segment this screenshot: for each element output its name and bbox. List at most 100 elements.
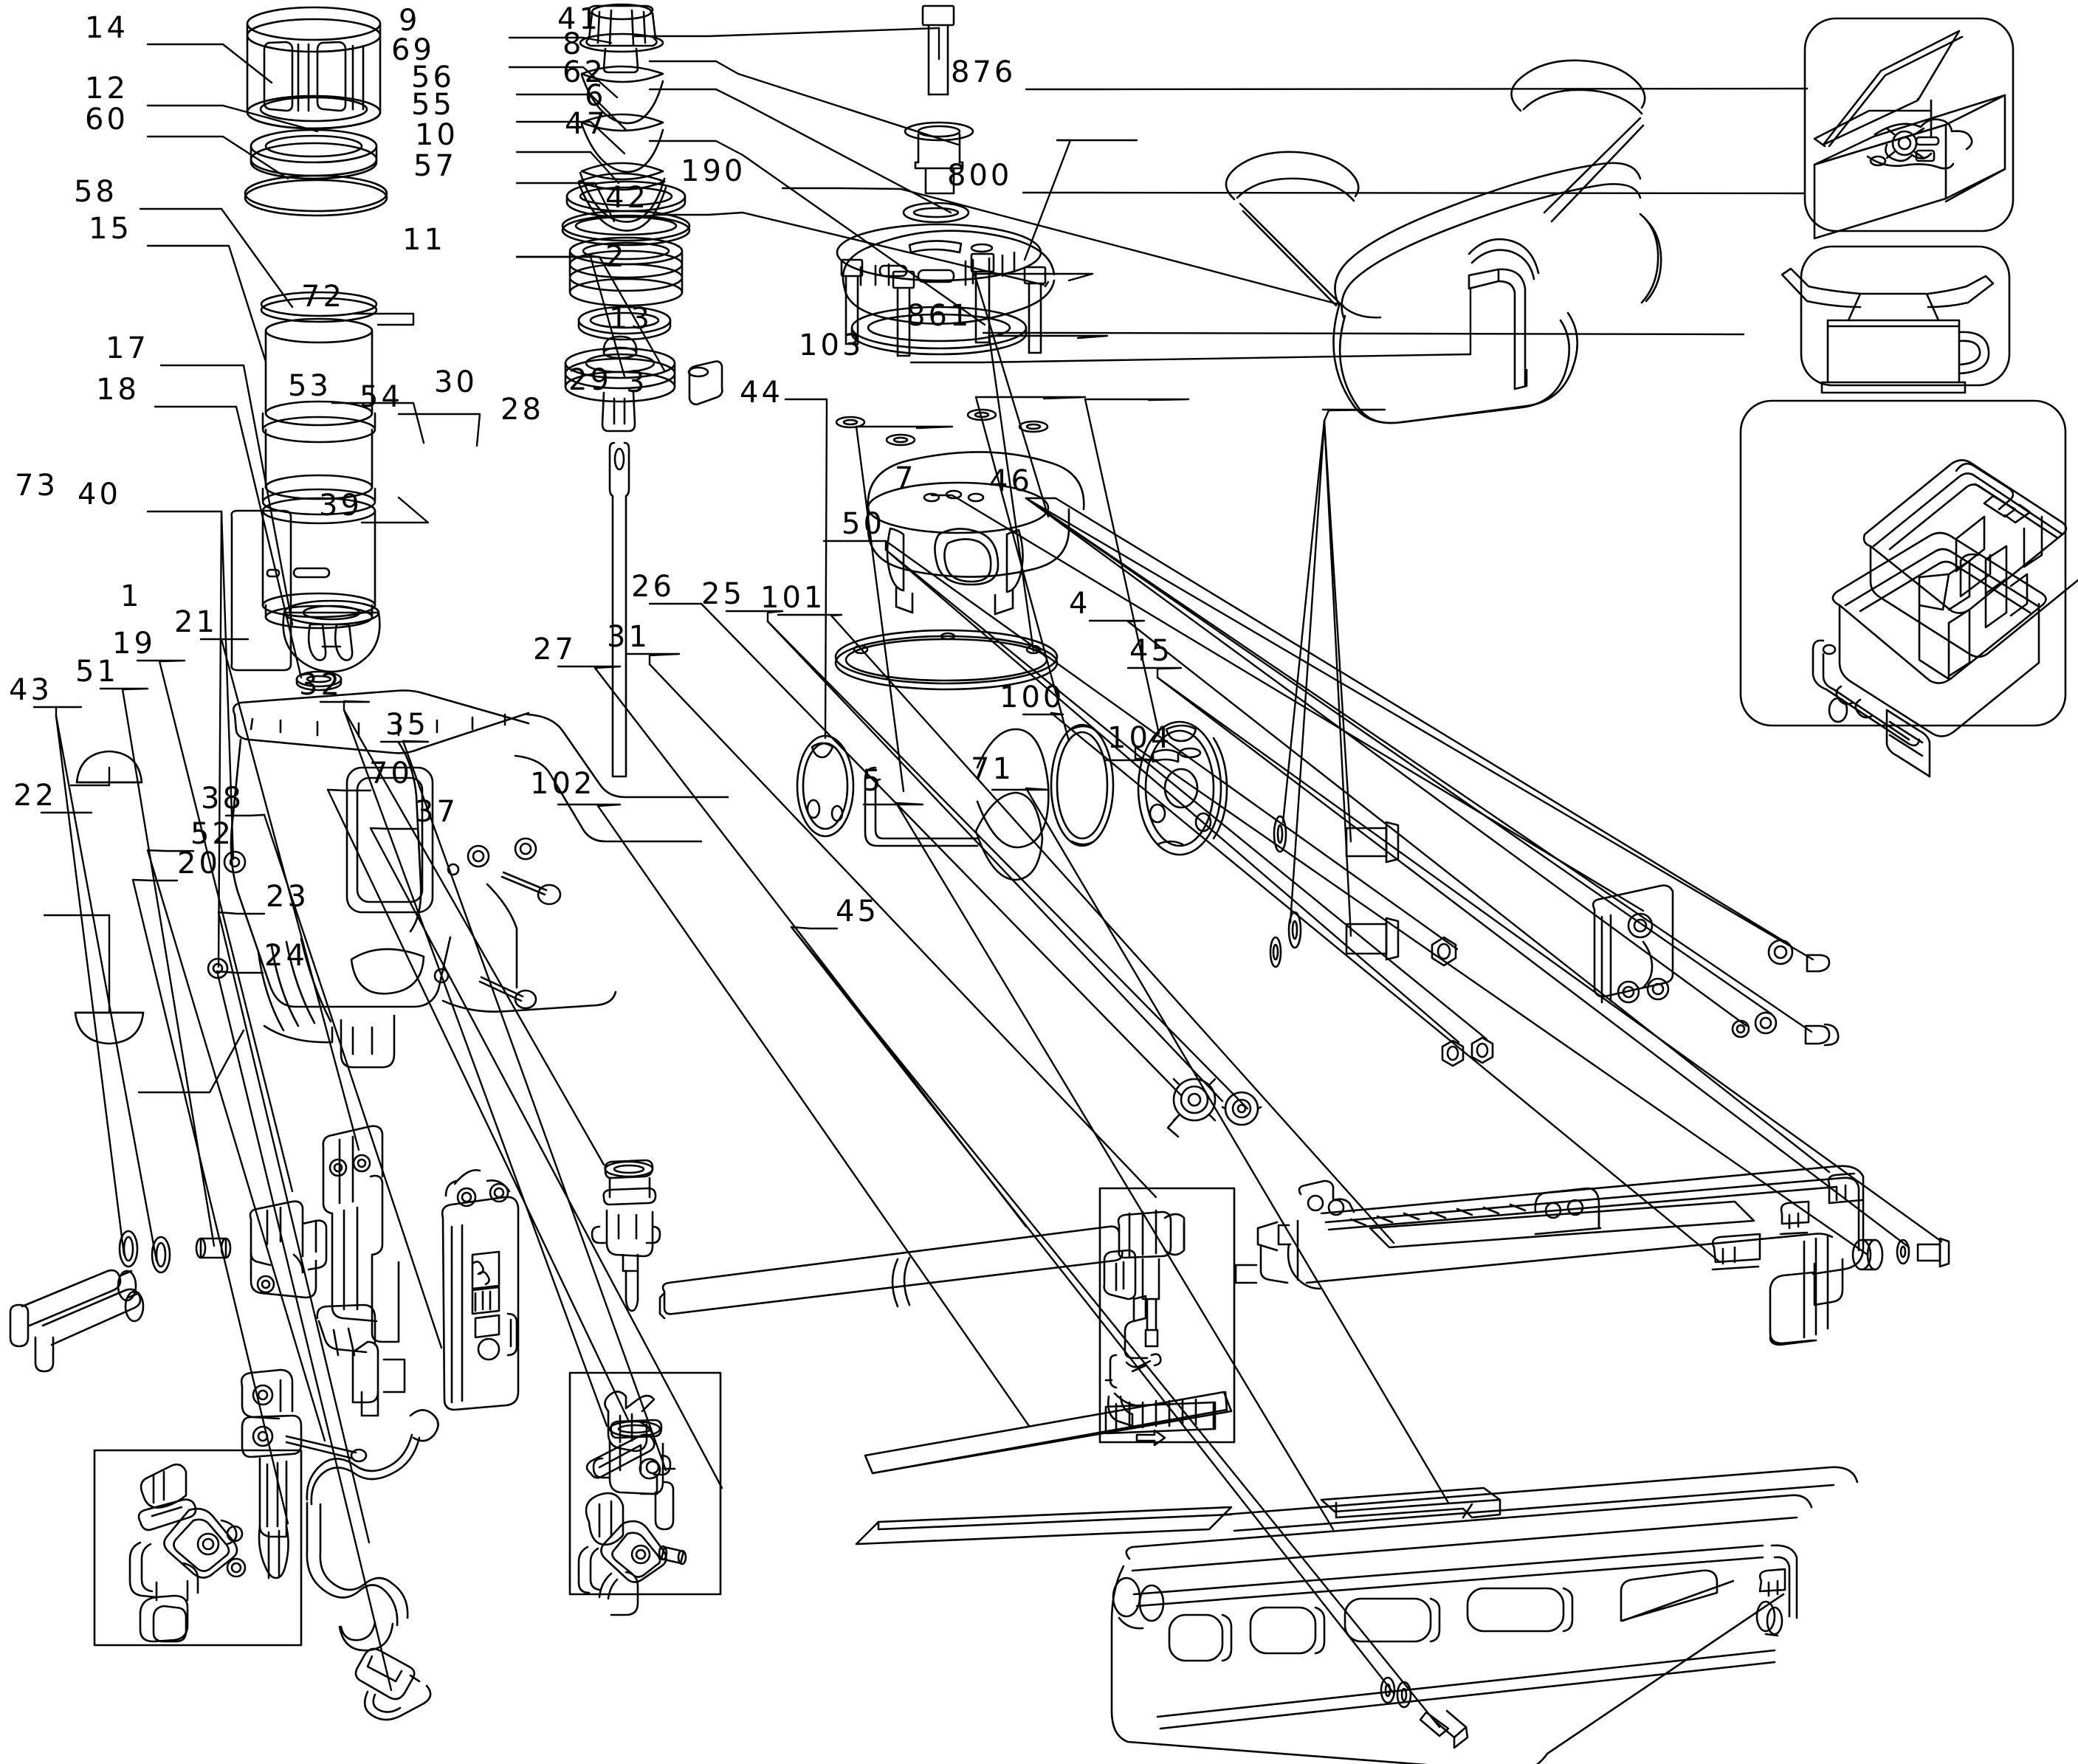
callout-12: 12 <box>85 72 128 106</box>
part-55-piston-o-ring <box>561 210 691 247</box>
callout-6: 6 <box>585 79 607 113</box>
callout-5: 5 <box>862 764 884 798</box>
callout-23: 23 <box>266 880 309 914</box>
callout-19: 19 <box>112 627 156 661</box>
callout-11: 11 <box>402 223 446 257</box>
part-102-magazine-cover-strip <box>864 1391 1233 1475</box>
part-24-hook-clamp <box>354 1647 432 1721</box>
callout-4: 4 <box>1069 587 1091 621</box>
part-861-carrying-case-box <box>1739 399 2078 778</box>
part-20-contact-trip-rod <box>240 1368 368 1579</box>
callout-103: 103 <box>799 328 864 362</box>
callout-861: 861 <box>906 299 972 333</box>
part-1-housing-body <box>230 689 729 1069</box>
callout-45b: 45 <box>836 895 879 928</box>
part-26-depth-adjust-knob <box>1166 1078 1217 1138</box>
callout-50: 50 <box>842 507 885 541</box>
callout-7: 7 <box>895 461 917 495</box>
part-21-contact-trip-arm <box>316 1125 406 1417</box>
callout-45: 45 <box>1129 634 1173 668</box>
callout-14: 14 <box>85 11 128 45</box>
callout-1: 1 <box>120 579 142 613</box>
callout-42: 42 <box>605 181 649 215</box>
callout-39: 39 <box>319 489 362 523</box>
callout-40: 40 <box>78 478 121 511</box>
part-32-valve-stems <box>591 1159 675 1531</box>
callout-73: 73 <box>15 469 58 503</box>
callout-18: 18 <box>96 373 140 407</box>
callout-53: 53 <box>288 369 331 403</box>
part-23-tool-hook <box>306 1409 439 1652</box>
callout-9: 9 <box>399 4 421 38</box>
part-72-label-plate <box>230 509 292 672</box>
callout-72: 72 <box>301 280 345 314</box>
callout-100: 100 <box>1000 681 1065 714</box>
callout-54: 54 <box>359 380 403 414</box>
part-876-o-ring-kit-box <box>1803 17 2015 240</box>
part-42-cap-bolts <box>835 252 1049 447</box>
callout-190: 190 <box>681 154 746 188</box>
part-10-piston-sleeve <box>568 236 684 307</box>
callout-56: 56 <box>411 61 455 94</box>
callout-25: 25 <box>701 577 745 611</box>
callout-15: 15 <box>89 212 132 246</box>
callout-28: 28 <box>500 393 544 427</box>
callout-31: 31 <box>607 620 650 654</box>
part-12-gasket-ring <box>250 128 378 180</box>
part-60-o-ring <box>244 174 388 217</box>
callout-102: 102 <box>530 767 596 801</box>
part-28-air-duct-handle <box>864 728 1050 881</box>
part-15-cylinder <box>261 317 376 630</box>
part-190-safety-glasses <box>1225 59 1662 424</box>
part-19-contact-arm-link <box>249 1200 328 1299</box>
callout-24: 24 <box>264 939 308 973</box>
part-47-head-gasket <box>850 306 1028 356</box>
callout-17: 17 <box>106 331 149 365</box>
callout-104: 104 <box>1107 721 1173 755</box>
callout-51: 51 <box>75 655 119 689</box>
part-3-end-cap-assembly <box>1137 720 1228 856</box>
part-103-hex-key <box>1468 268 1528 390</box>
callout-21: 21 <box>174 605 218 639</box>
part-57-piston-ring <box>577 306 672 341</box>
part-50-lock-nuts <box>1431 936 1494 1067</box>
callout-69: 69 <box>391 33 435 67</box>
part-62-valve-o-ring <box>902 201 970 224</box>
leader-lines <box>32 27 1943 1729</box>
callout-26: 26 <box>631 570 675 604</box>
part-5-magazine-housing <box>855 1466 1859 1764</box>
part-14-cap-cover <box>246 6 382 130</box>
callout-71: 71 <box>971 752 1014 786</box>
callout-60: 60 <box>85 103 128 137</box>
part-18-washer <box>295 670 343 692</box>
callout-30: 30 <box>434 365 478 399</box>
part-46-bumper-screws <box>1731 939 1840 1047</box>
callout-876: 876 <box>951 55 1016 89</box>
callout-41: 41 <box>557 2 601 36</box>
part-27-guide-rod <box>658 1225 1124 1320</box>
part-11-piston-and-pins <box>564 335 723 778</box>
part-9-end-cap-plug <box>579 3 664 74</box>
callout-20: 20 <box>177 847 221 881</box>
callout-46: 46 <box>989 464 1033 498</box>
callout-57: 57 <box>413 149 457 183</box>
callout-52: 52 <box>190 817 234 851</box>
part-4-magazine-rail <box>1234 1165 1865 1346</box>
callout-70: 70 <box>369 757 413 790</box>
part-38-trigger-body <box>441 1169 520 1411</box>
part-29-handle-end-gasket <box>1050 723 1115 847</box>
part-58-cylinder-o-ring <box>260 291 378 323</box>
callout-44: 44 <box>740 376 783 410</box>
callout-10: 10 <box>415 118 458 152</box>
part-2-cylinder-head-cap <box>867 451 1085 616</box>
callout-38: 38 <box>201 782 244 816</box>
part-8-exhaust-valve <box>904 121 974 195</box>
callout-47: 47 <box>565 107 608 141</box>
part-101-magazine-label <box>1369 1200 1755 1249</box>
part-100-magazine-clip <box>1711 1233 1761 1271</box>
callout-800: 800 <box>947 159 1013 193</box>
callout-58: 58 <box>74 175 117 209</box>
callout-13: 13 <box>609 302 653 336</box>
